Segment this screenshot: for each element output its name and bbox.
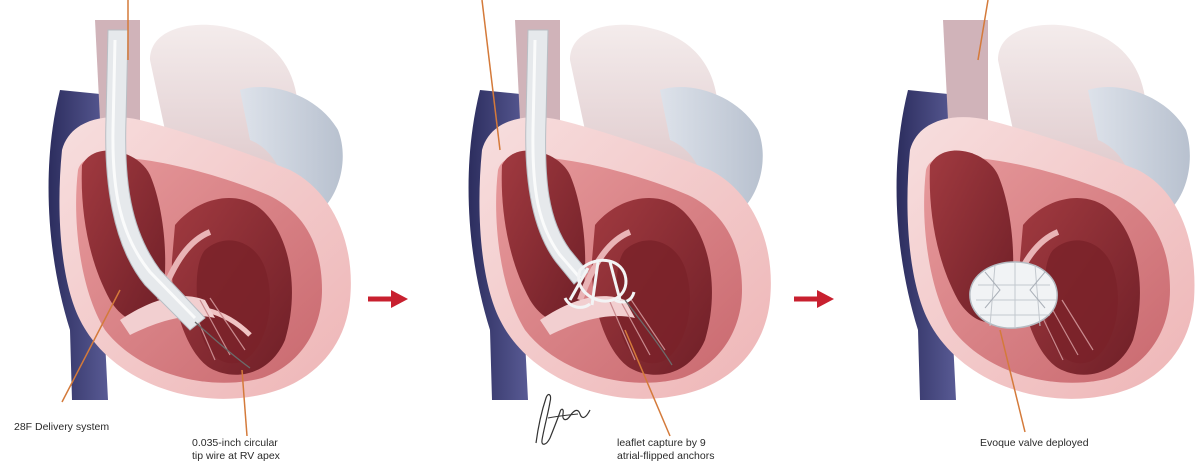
delivery-system-text: 28F Delivery system	[14, 421, 109, 434]
guide-wire-label: 0.035-inch circular tip wire at RV apex	[192, 437, 280, 463]
leaflet-capture-label: leaflet capture by 9 atrial-flipped anch…	[617, 437, 714, 463]
guide-wire-text-line2: tip wire at RV apex	[192, 450, 280, 463]
leaflet-capture-text-line1: leaflet capture by 9	[617, 437, 714, 450]
valve-deployed-text: Evoque valve deployed	[980, 437, 1089, 450]
heart-panel-step-3	[850, 0, 1196, 470]
heart-illustration-3	[850, 0, 1196, 470]
next-step-arrow-1	[364, 286, 412, 312]
delivery-system-label: 28F Delivery system	[14, 421, 109, 434]
valve-deployed-label: Evoque valve deployed	[980, 437, 1089, 450]
evoque-valve	[970, 262, 1057, 328]
heart-illustration-1	[0, 0, 360, 470]
leaflet-capture-text-line2: atrial-flipped anchors	[617, 450, 714, 463]
heart-panel-step-1	[0, 0, 360, 470]
heart-panel-step-2	[420, 0, 780, 470]
artist-signature	[528, 388, 598, 450]
heart-illustration-2	[420, 0, 780, 470]
next-step-arrow-2	[790, 286, 838, 312]
superior-vena-cava	[943, 20, 988, 120]
guide-wire-text-line1: 0.035-inch circular	[192, 437, 280, 450]
